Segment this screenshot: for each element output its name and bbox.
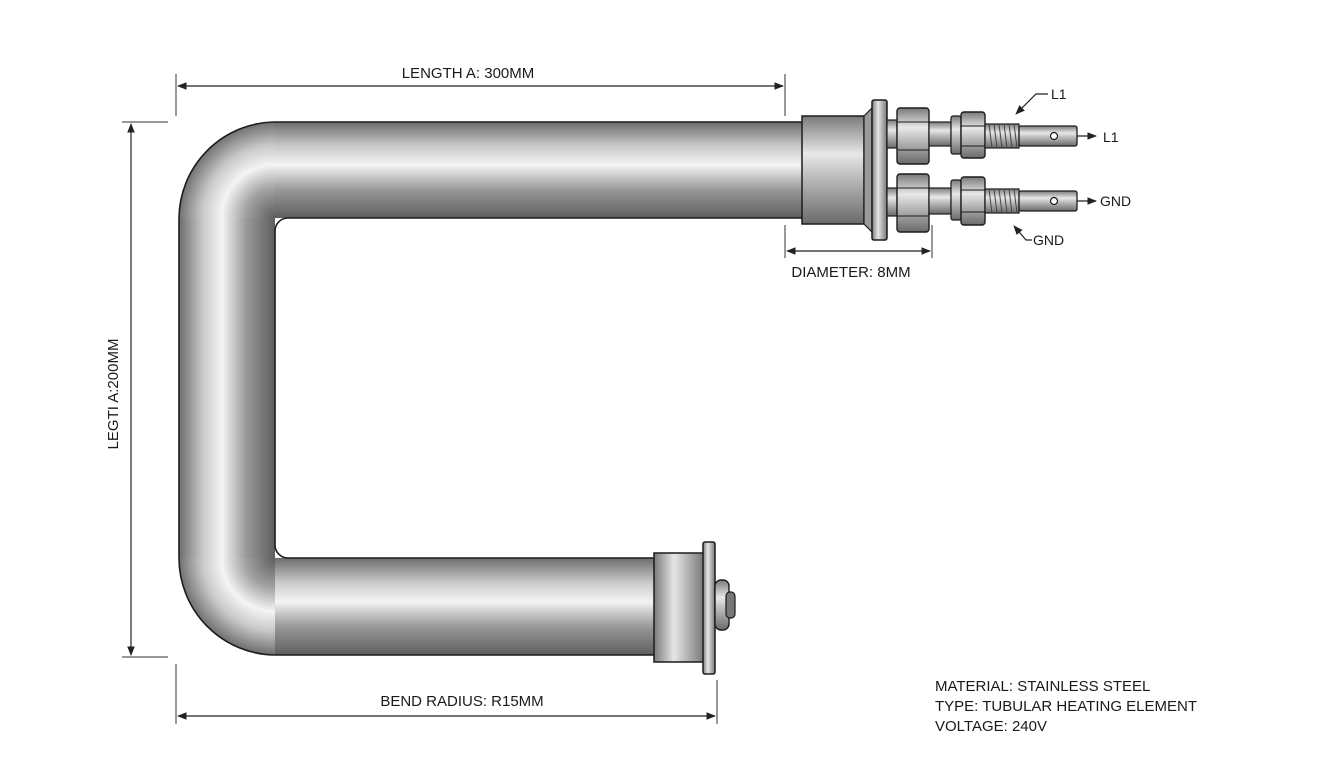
dimension-bend-radius: BEND RADIUS: R15MM	[175, 664, 718, 724]
dimension-length-top: LENGTH A: 300MM	[175, 65, 786, 116]
callout-gnd-label: GND	[1033, 232, 1064, 248]
dimension-length-vertical: LEGTI A:200MM	[105, 121, 168, 658]
spec-type: TYPE: TUBULAR HEATING ELEMENT	[935, 698, 1197, 715]
terminal-l1	[886, 107, 1078, 165]
bottom-end-cap	[653, 541, 736, 675]
terminal-gnd	[886, 173, 1078, 233]
tip-l1-label: L1	[1103, 129, 1119, 145]
terminal-callouts: L1 L1 GND GND	[1013, 86, 1131, 248]
length-top-label: LENGTH A: 300MM	[402, 65, 535, 82]
length-vertical-label: LEGTI A:200MM	[105, 339, 122, 450]
spec-block: MATERIAL: STAINLESS STEEL TYPE: TUBULAR …	[935, 677, 1197, 737]
bend-radius-label: BEND RADIUS: R15MM	[380, 693, 543, 710]
tip-gnd-label: GND	[1100, 193, 1131, 209]
callout-l1-label: L1	[1051, 86, 1067, 102]
tube-body	[178, 121, 805, 656]
dimension-diameter: DIAMETER: 8MM	[784, 225, 933, 281]
diameter-label: DIAMETER: 8MM	[791, 264, 910, 281]
terminal-housing	[801, 99, 888, 241]
spec-voltage: VOLTAGE: 240V	[935, 718, 1047, 735]
spec-material: MATERIAL: STAINLESS STEEL	[935, 678, 1151, 695]
